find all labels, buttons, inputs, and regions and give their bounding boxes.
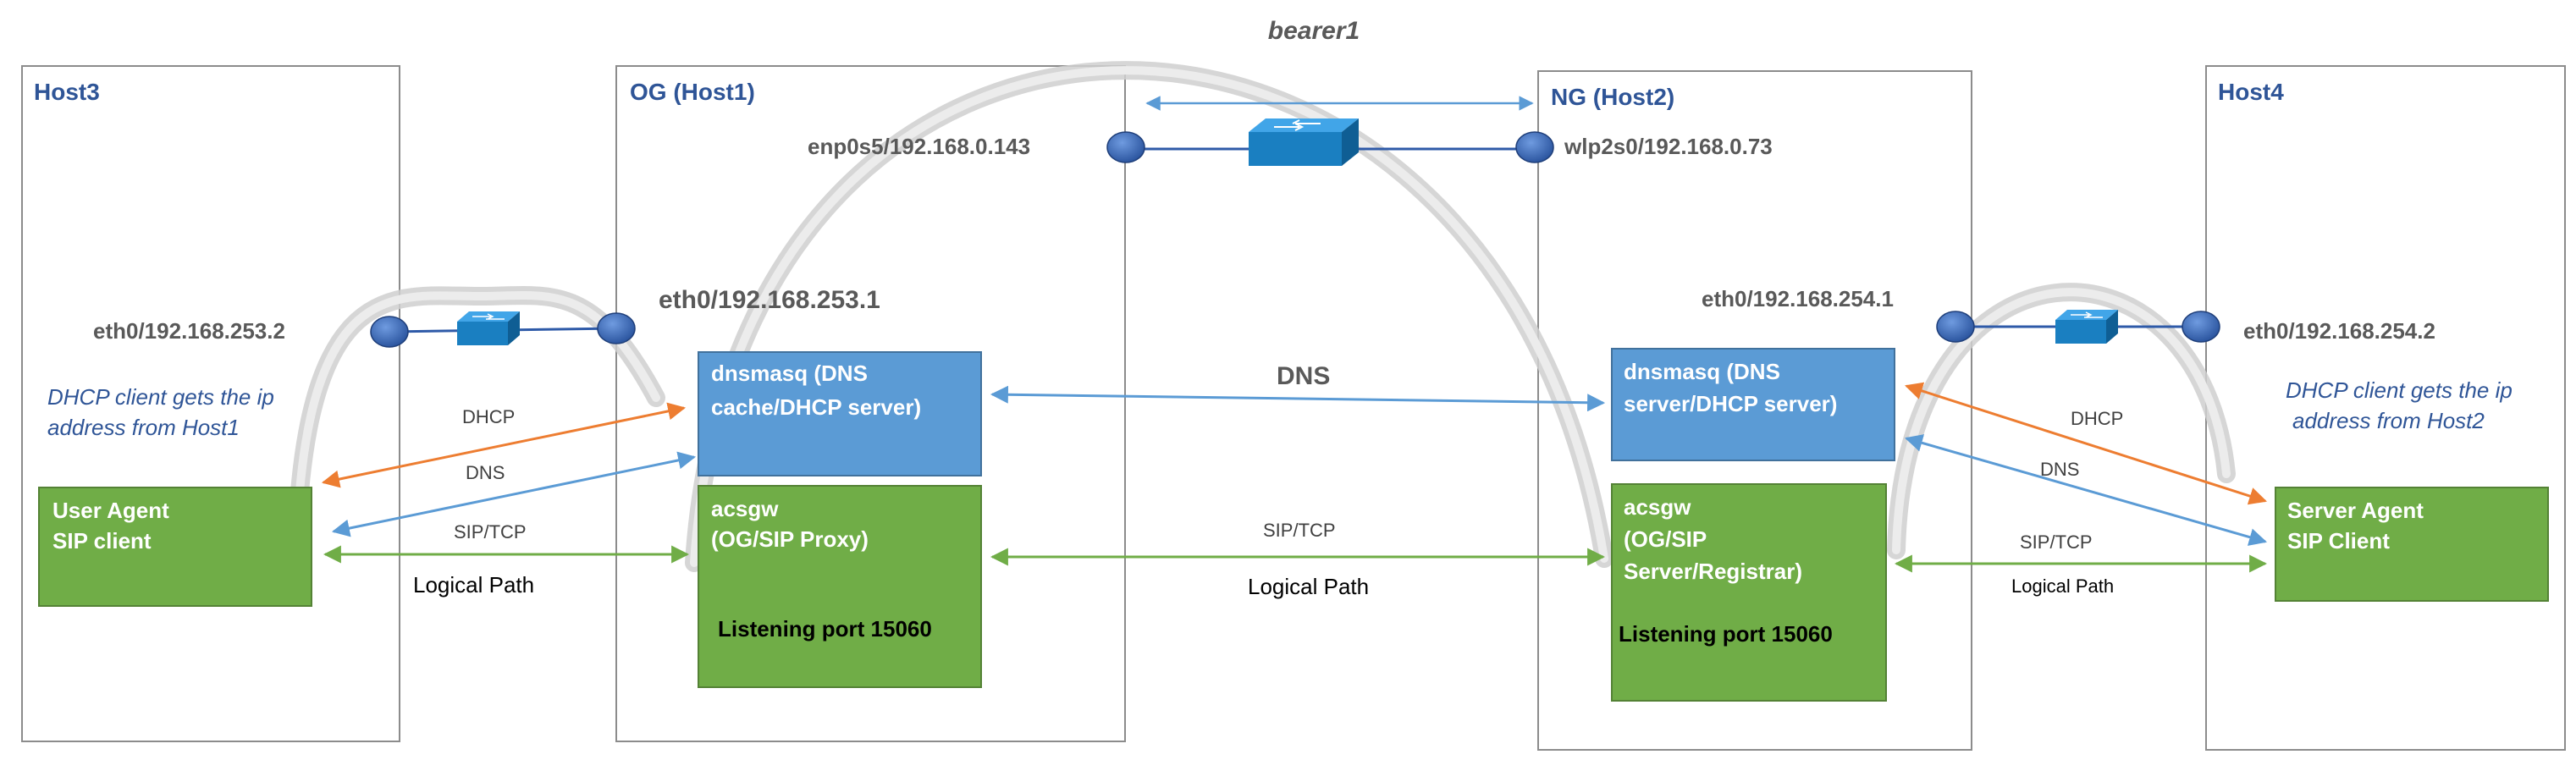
host4-title: Host4	[2218, 79, 2284, 105]
mid-path-label: Logical Path	[1248, 574, 1369, 599]
iface-host1-eth0: eth0/192.168.253.1	[659, 286, 880, 314]
server-agent-box	[2275, 487, 2549, 602]
mid-sip-label: SIP/TCP	[1263, 520, 1336, 541]
left-dhcp-label: DHCP	[462, 406, 515, 427]
iface-host3-eth0: eth0/192.168.253.2	[93, 318, 285, 344]
ng-acsgw-label: acsgw (OG/SIP Server/Registrar)	[1624, 494, 1802, 584]
right-dns-label: DNS	[2040, 459, 2079, 480]
ng-dnsmasq-label: dnsmasq (DNS server/DHCP server)	[1624, 359, 1837, 416]
left-sip-label: SIP/TCP	[454, 521, 527, 542]
node-host2-wlp2s0	[1515, 131, 1554, 163]
user-agent-label: User Agent SIP client	[52, 498, 175, 553]
host4-dhcp-note: DHCP client gets the ip address from Hos…	[2286, 377, 2518, 433]
mid-dns-label: DNS	[1277, 362, 1330, 390]
right-dns-arrow	[1904, 434, 2268, 546]
left-dns-arrow	[331, 451, 697, 537]
ng-acsgw-box	[1611, 483, 1887, 702]
switch-icon	[2055, 310, 2118, 344]
iface-host2-wlp2s0: wlp2s0/192.168.0.73	[1564, 134, 1773, 159]
left-path-label: Logical Path	[413, 572, 534, 598]
mid-dns-arrow	[990, 385, 1606, 412]
server-agent-label: Server Agent SIP Client	[2287, 498, 2430, 553]
og-acsgw-label: acsgw (OG/SIP Proxy)	[711, 496, 869, 552]
iface-host2-eth0: eth0/192.168.254.1	[1702, 286, 1894, 311]
node-host3-eth0	[370, 316, 409, 348]
switch-icon	[457, 311, 520, 345]
switch-icon	[1249, 118, 1359, 166]
left-dns-label: DNS	[466, 462, 505, 483]
host3-dhcp-note: DHCP client gets the ip address from Hos…	[47, 384, 280, 440]
iface-host1-enp0s5: enp0s5/192.168.0.143	[808, 134, 1030, 159]
bearer-label: bearer1	[1268, 17, 1360, 45]
host2-title: NG (Host2)	[1551, 84, 1674, 110]
host3-title: Host3	[34, 79, 100, 105]
og-dnsmasq-box	[698, 351, 982, 476]
og-dnsmasq-label: dnsmasq (DNS cache/DHCP server)	[711, 361, 921, 420]
user-agent-box	[38, 487, 312, 607]
node-host2-eth0	[1936, 311, 1975, 343]
right-sip-label: SIP/TCP	[2020, 531, 2093, 553]
ng-port-label: Listening port 15060	[1619, 621, 1833, 647]
bearer-arcs	[287, 61, 2236, 572]
right-dhcp-label: DHCP	[2071, 408, 2123, 429]
host1-title: OG (Host1)	[630, 79, 755, 105]
interface-nodes	[370, 131, 2220, 348]
node-host1-eth0	[597, 312, 636, 344]
iface-host4-eth0: eth0/192.168.254.2	[2243, 318, 2435, 344]
og-port-label: Listening port 15060	[718, 616, 932, 642]
right-path-label: Logical Path	[2011, 575, 2114, 597]
ng-dnsmasq-box	[1611, 348, 1895, 461]
og-acsgw-box	[698, 485, 982, 688]
node-host4-eth0	[2182, 311, 2220, 343]
node-host1-enp0s5	[1106, 131, 1145, 163]
